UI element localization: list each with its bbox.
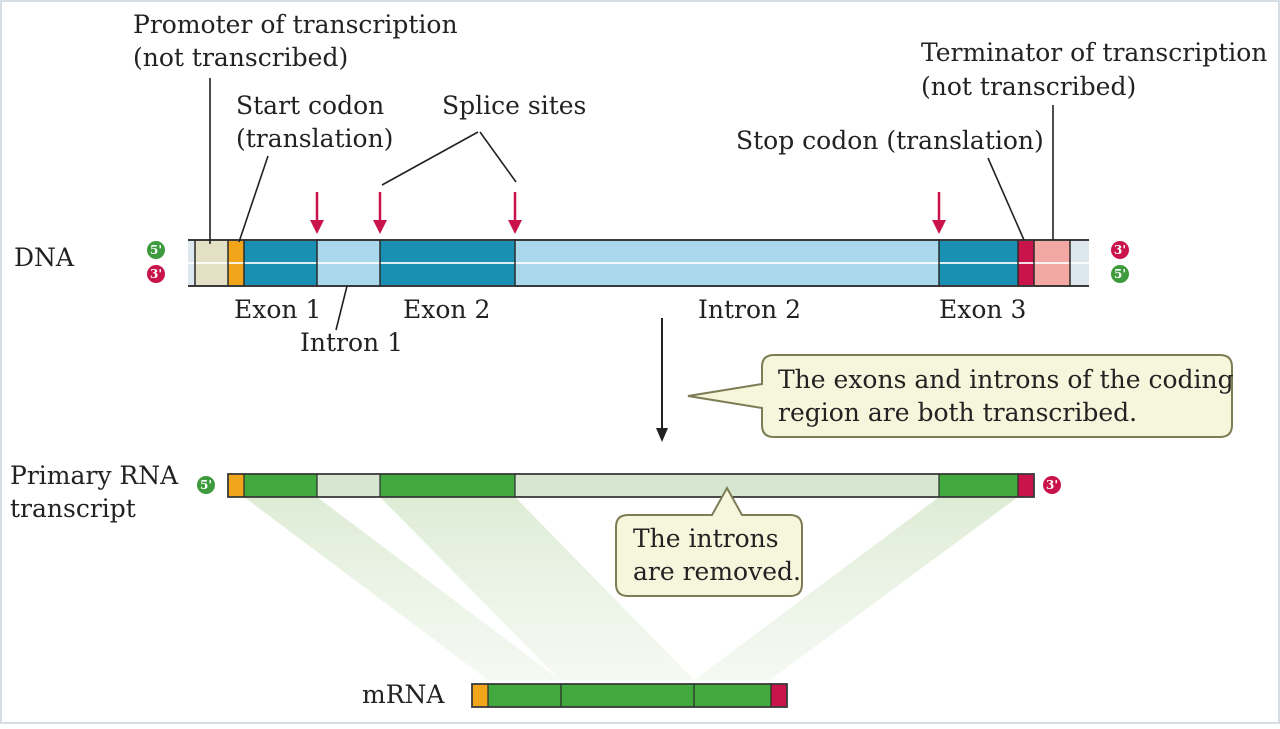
callout-removed-line2: are removed. — [633, 557, 801, 586]
callout-transcribed-line1: The exons and introns of the coding — [778, 365, 1234, 394]
stop-codon-leader — [987, 157, 1025, 241]
intron1-leader — [335, 285, 348, 331]
callout-removed-line1: The introns — [633, 524, 779, 553]
dna-three-prime-top: 3' — [1111, 241, 1129, 259]
exon1-label: Exon 1 — [234, 295, 321, 324]
rna-three-prime: 3' — [1043, 476, 1061, 494]
primary-rna-label-line1: Primary RNA — [10, 461, 179, 490]
svg-text:5': 5' — [1114, 267, 1126, 281]
start-codon-label-line2: (translation) — [236, 124, 393, 153]
primary-rna-transcript — [227, 473, 1035, 498]
callout-transcribed-line2: region are both transcribed. — [778, 398, 1137, 427]
dna-five-prime-bottom: 5' — [1111, 265, 1129, 283]
splice-arrow-3 — [508, 192, 522, 234]
splice-site-arrows — [310, 192, 946, 234]
svg-text:5': 5' — [200, 478, 212, 492]
splice-leader-right — [479, 131, 517, 183]
exon3-label: Exon 3 — [939, 295, 1026, 324]
start-codon-label-line1: Start codon — [236, 91, 384, 120]
callout-removed: The introns are removed. — [615, 485, 803, 597]
terminator-label-line2: (not transcribed) — [921, 72, 1136, 101]
terminator-label-line1: Terminator of transcription — [921, 38, 1267, 67]
svg-text:3': 3' — [150, 267, 162, 281]
svg-text:3': 3' — [1046, 478, 1058, 492]
transcription-arrow-head — [656, 428, 668, 442]
splice-sites-label: Splice sites — [442, 91, 586, 120]
splice-leader-left — [381, 131, 479, 186]
splicing-funnels — [244, 497, 1018, 680]
splice-arrow-2 — [373, 192, 387, 234]
mrna-molecule — [471, 683, 788, 708]
rna-five-prime: 5' — [197, 476, 215, 494]
mrna-label: mRNA — [362, 680, 445, 709]
exon2-label: Exon 2 — [403, 295, 490, 324]
dna-three-prime-bottom: 3' — [147, 265, 165, 283]
svg-text:5': 5' — [150, 243, 162, 257]
promoter-label-line1: Promoter of transcription — [133, 10, 458, 39]
intron1-label: Intron 1 — [300, 328, 403, 357]
callout-transcribed: The exons and introns of the coding regi… — [687, 354, 1234, 438]
splice-arrow-1 — [310, 192, 324, 234]
primary-rna-label-line2: transcript — [10, 494, 136, 523]
stop-codon-label: Stop codon (translation) — [736, 126, 1044, 155]
promoter-label-line2: (not transcribed) — [133, 43, 348, 72]
dna-label: DNA — [14, 243, 75, 272]
dna-molecule — [188, 239, 1089, 287]
dna-five-prime-top: 5' — [147, 241, 165, 259]
svg-text:3': 3' — [1114, 243, 1126, 257]
leader-lines — [209, 78, 1054, 331]
start-codon-leader — [238, 155, 269, 243]
intron2-label: Intron 2 — [698, 295, 801, 324]
splice-arrow-4 — [932, 192, 946, 234]
